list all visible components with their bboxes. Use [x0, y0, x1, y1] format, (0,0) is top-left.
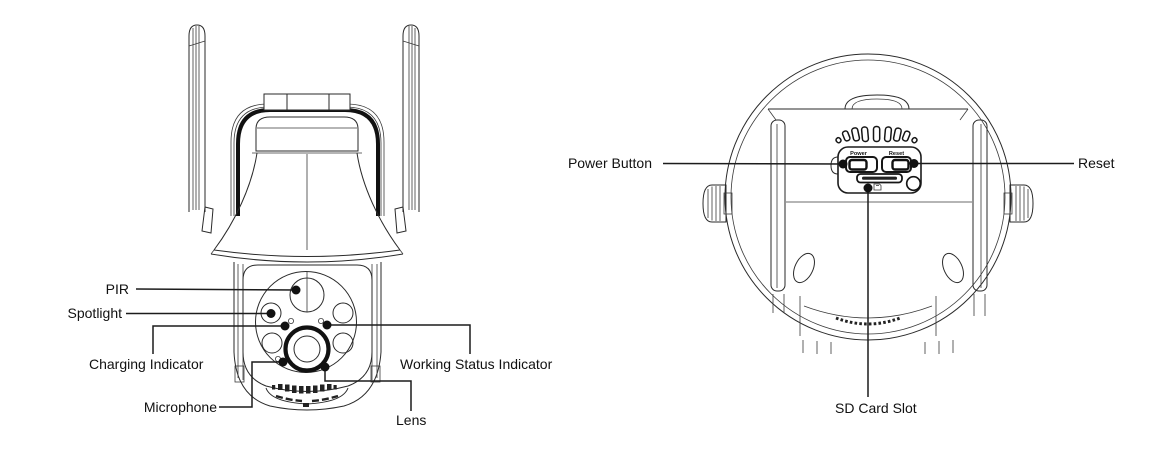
screw-hole-right	[942, 252, 964, 284]
bracket-top-block	[263, 93, 351, 111]
mount-plate	[767, 94, 988, 336]
leader-dot	[838, 159, 848, 169]
body-behind-base	[802, 340, 954, 354]
face-circle	[255, 271, 357, 373]
speaker-grille	[265, 384, 349, 407]
spotlight-leader-line	[126, 309, 276, 318]
leader-dot	[863, 183, 873, 193]
pir-leader-line	[135, 285, 301, 295]
microphone-leader-line	[219, 357, 288, 408]
leader-dot	[280, 321, 290, 331]
back-view-figure: Power Reset	[662, 53, 1074, 397]
charging-indicator-led	[287, 317, 294, 324]
pairing-button	[905, 175, 922, 192]
reset-leader-line	[909, 159, 1074, 168]
power-button-leader-line	[662, 159, 848, 169]
lens-leader-line	[320, 362, 412, 411]
right-pillar-foot	[370, 365, 381, 383]
right-antenna	[394, 24, 420, 234]
power-switch-label: Power	[850, 151, 868, 157]
power-button-label: Power Button	[567, 155, 652, 171]
control-panel: Power Reset	[830, 146, 922, 194]
reset-label: Reset	[1078, 155, 1115, 171]
left-rail	[770, 119, 786, 292]
right-antenna-hinge	[394, 206, 407, 234]
ir-led-right	[332, 302, 354, 324]
ir-led-lower-left	[261, 332, 283, 354]
face-panel	[242, 264, 373, 392]
right-knob	[1003, 184, 1034, 223]
ir-led-lower-right	[332, 332, 354, 354]
back-callouts	[662, 159, 1074, 397]
working-status-indicator-label: Working Status Indicator	[400, 356, 553, 372]
lens-label: Lens	[396, 412, 427, 428]
leader-dot	[291, 285, 301, 295]
right-rail	[972, 119, 988, 292]
sd-card-icon	[873, 183, 882, 191]
leader-dot	[909, 159, 919, 168]
leader-dot	[320, 362, 330, 372]
sd-card-slot-label: SD Card Slot	[835, 400, 917, 416]
front-view-figure	[126, 24, 471, 411]
leader-dot	[278, 357, 288, 367]
panel-side-tab	[830, 156, 839, 175]
leader-dot	[322, 320, 332, 330]
leader-dot	[266, 309, 276, 318]
left-pillar-foot	[234, 365, 245, 383]
microphone-label: Microphone	[143, 399, 217, 415]
reset-switch	[881, 156, 912, 173]
charging-indicator-label: Charging Indicator	[89, 356, 204, 372]
working-status-led	[317, 317, 324, 324]
front-callouts	[126, 285, 471, 411]
screw-hole-left	[793, 252, 815, 284]
left-knob	[702, 184, 733, 223]
camera-head	[233, 262, 382, 411]
camera-face	[255, 271, 357, 373]
pir-label: PIR	[105, 281, 129, 297]
plate-top-bump	[844, 94, 910, 110]
sd-card-slot	[856, 173, 903, 184]
vent-grille	[835, 125, 918, 144]
dome-rim	[213, 249, 401, 257]
sd-card-leader-line	[863, 183, 873, 397]
reset-switch-label: Reset	[889, 151, 904, 157]
camera-dome	[210, 116, 404, 263]
base-serration	[835, 316, 901, 326]
left-antenna-hinge	[201, 206, 214, 234]
charging-indicator-leader-line	[152, 321, 290, 354]
spotlight-label: Spotlight	[67, 305, 122, 321]
working-status-leader-line	[322, 320, 471, 354]
left-antenna	[188, 24, 214, 234]
lens	[283, 325, 331, 373]
power-switch	[845, 156, 878, 173]
